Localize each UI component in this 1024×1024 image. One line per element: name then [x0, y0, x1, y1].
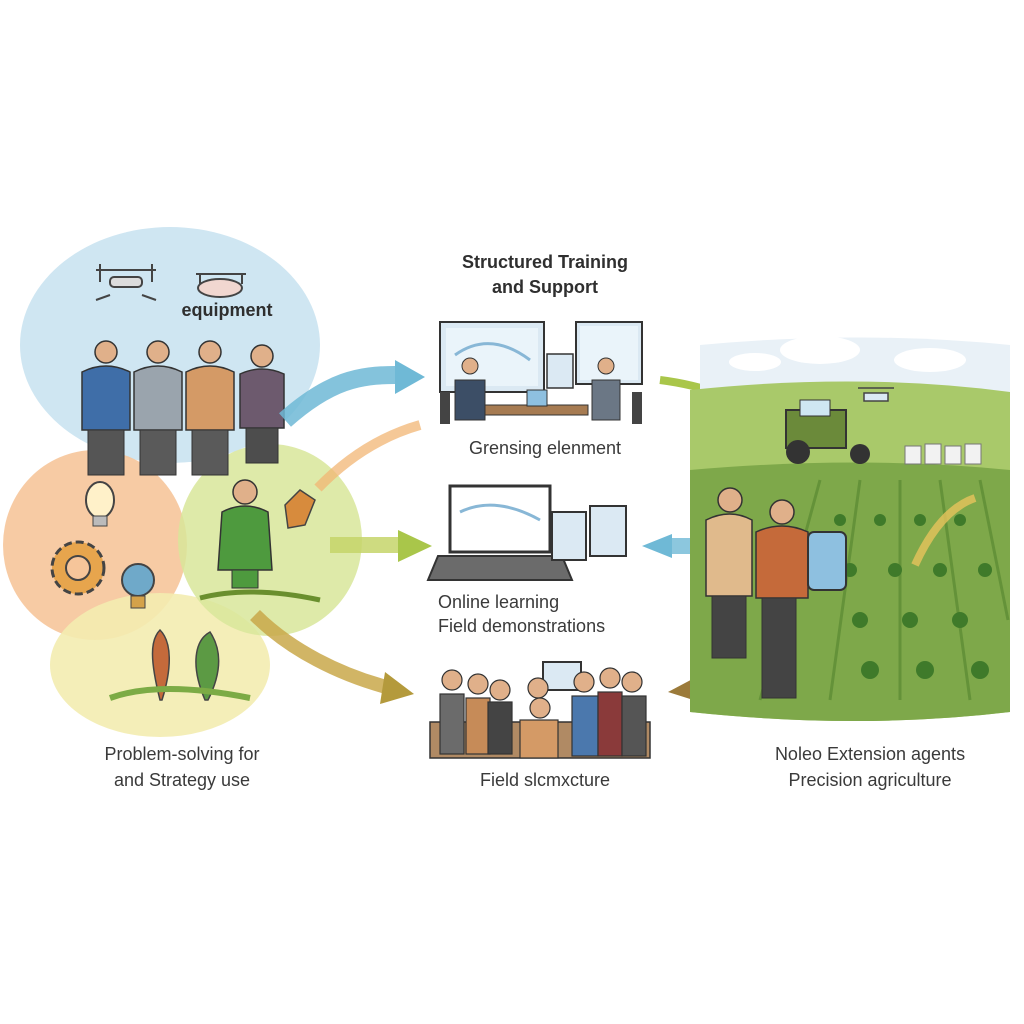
drone-icon — [196, 273, 246, 298]
mid-center-caption-1: Online learning — [438, 592, 560, 612]
person-icon — [81, 340, 131, 476]
arrow-blue-head — [395, 360, 425, 394]
plant-icon — [108, 628, 251, 701]
arrow-olive — [250, 610, 392, 695]
arrow-blue-left — [670, 538, 690, 554]
tablet-icon — [807, 531, 847, 591]
arrow-blue — [279, 366, 396, 427]
group-meeting-scene — [429, 661, 651, 759]
arrow-olive-head — [380, 672, 414, 704]
arrow-orange — [314, 420, 422, 492]
arrow-green-head — [398, 530, 432, 562]
left-caption-1: Problem-solving for — [104, 744, 260, 764]
mid-center-caption-2: Field demonstrations — [438, 616, 606, 636]
top-center-caption: Grensing elenment — [468, 438, 622, 458]
right-caption-2: Precision agriculture — [788, 770, 952, 790]
person-icon — [185, 340, 235, 476]
left-caption-2: and Strategy use — [113, 770, 251, 790]
extension-agent-person — [705, 487, 753, 659]
arrow-blue-left-head — [642, 534, 672, 558]
equipment-label: equipment — [181, 300, 273, 320]
globe-bulb-icon — [121, 563, 155, 609]
lightbulb-icon — [85, 481, 115, 527]
plant-icon — [284, 489, 316, 529]
person-icon — [133, 340, 183, 476]
tractor-icon — [785, 399, 870, 464]
bottom-center-caption: Field slcmxcture — [479, 770, 611, 790]
farmer-person — [199, 479, 321, 603]
person-icon — [239, 344, 285, 464]
gear-icon — [50, 540, 106, 596]
title-line-1: Structured Training — [461, 252, 629, 272]
title-line-2: and Support — [492, 277, 598, 297]
field-scene — [690, 336, 1010, 721]
drone-icon — [858, 387, 894, 402]
team-people — [81, 340, 285, 476]
devices-scene — [426, 484, 627, 581]
computer-lab-scene — [439, 321, 643, 424]
right-caption-1: Noleo Extension agents — [774, 744, 966, 764]
drone-icon — [95, 264, 157, 301]
supply-bags — [904, 443, 982, 465]
